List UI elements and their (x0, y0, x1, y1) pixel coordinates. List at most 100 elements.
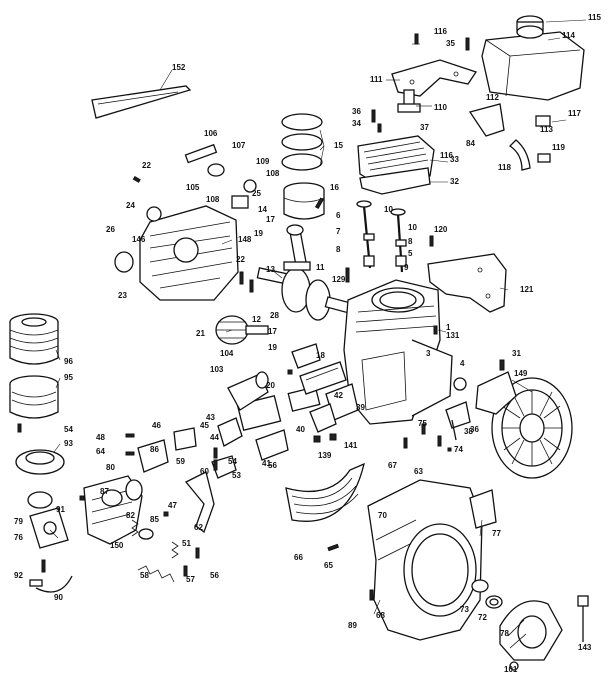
callout-label-116b: 116 (440, 151, 453, 160)
callout-label-152: 152 (172, 63, 186, 72)
callout-label-120: 120 (434, 225, 448, 234)
callout-label-78: 78 (500, 629, 509, 638)
callout-label-112: 112 (486, 93, 499, 102)
callout-label-64: 64 (96, 447, 105, 456)
recoil-starter-part (499, 600, 563, 661)
callout-label-118: 118 (498, 163, 511, 172)
callout-label-149: 149 (514, 369, 528, 378)
callout-label-116: 116 (434, 27, 447, 36)
callout-label-85: 85 (150, 515, 159, 524)
callout-label-150: 150 (110, 541, 124, 550)
callout-label-13: 13 (266, 265, 275, 274)
callout-label-12: 12 (252, 315, 261, 324)
callout-label-57: 57 (186, 575, 195, 584)
strap-bracket-part (468, 103, 505, 137)
callout-label-93: 93 (64, 439, 73, 448)
callout-label-108b: 108 (266, 169, 280, 178)
callout-label-19b: 19 (268, 343, 277, 352)
gasket-strip-part (91, 85, 192, 119)
callout-label-47: 47 (168, 501, 177, 510)
callout-label-41: 41 (262, 459, 271, 468)
callout-label-72: 72 (478, 613, 487, 622)
callout-label-24: 24 (126, 201, 135, 210)
starter-cup-part (509, 661, 519, 671)
governor-lever-part (184, 471, 215, 534)
callout-label-70: 70 (378, 511, 387, 520)
callout-label-8b: 8 (408, 237, 413, 246)
callout-label-82: 82 (126, 511, 135, 520)
callout-label-39: 39 (356, 403, 365, 412)
callout-label-45: 45 (200, 421, 209, 430)
callout-label-67: 67 (388, 461, 397, 470)
carburetor-inlet-part (27, 491, 69, 549)
callout-label-131: 131 (446, 331, 460, 340)
callout-label-108: 108 (206, 195, 220, 204)
callout-label-19: 19 (254, 229, 263, 238)
callout-label-8: 8 (336, 245, 341, 254)
callout-label-56: 56 (268, 461, 277, 470)
ignition-module-part (453, 371, 517, 415)
callout-label-110: 110 (434, 103, 447, 112)
callout-label-10a: 10 (384, 205, 393, 214)
callout-label-74: 74 (454, 445, 463, 454)
callout-label-9: 9 (404, 263, 409, 272)
callout-label-54b: 54 (228, 457, 237, 466)
fuel-line-part (508, 115, 551, 171)
callout-label-23: 23 (118, 291, 127, 300)
callout-label-56b: 56 (210, 571, 219, 580)
callout-label-101: 101 (504, 665, 518, 674)
callout-label-106: 106 (204, 129, 218, 138)
callout-label-16: 16 (330, 183, 339, 192)
callout-label-43: 43 (206, 413, 215, 422)
starter-handle-part (577, 595, 589, 642)
callout-label-139: 139 (318, 451, 332, 460)
callout-label-48: 48 (96, 433, 105, 442)
callout-label-37: 37 (420, 123, 429, 132)
callout-label-15: 15 (334, 141, 343, 150)
callout-label-11: 11 (316, 263, 325, 272)
cylinder-head-part (357, 135, 435, 195)
callout-label-44: 44 (210, 433, 219, 442)
callout-label-18: 18 (316, 351, 325, 360)
shroud-plate-part (469, 489, 497, 529)
callout-label-86: 86 (150, 445, 159, 454)
callout-label-59: 59 (176, 457, 185, 466)
breather-assembly-part (255, 383, 359, 461)
callout-label-21: 21 (196, 329, 205, 338)
callout-label-28: 28 (270, 311, 279, 320)
callout-label-20: 20 (266, 381, 275, 390)
callout-label-103: 103 (210, 365, 224, 374)
carburetor-part (83, 475, 143, 545)
callout-label-141: 141 (344, 441, 358, 450)
callout-label-25: 25 (252, 189, 261, 198)
callout-label-96: 96 (64, 357, 73, 366)
valves-part (356, 200, 407, 273)
crankcase-cover-part (114, 205, 239, 301)
flywheel-part (491, 377, 573, 479)
linkage-springs-part (137, 541, 179, 583)
callout-label-5: 5 (408, 249, 413, 258)
callout-label-6: 6 (336, 211, 341, 220)
callout-label-38: 38 (464, 427, 473, 436)
tank-bracket-part (391, 59, 478, 97)
callout-label-53: 53 (232, 471, 241, 480)
callout-label-35: 35 (446, 39, 455, 48)
callout-label-1: 1 (446, 323, 451, 332)
callout-label-111: 111 (370, 75, 383, 84)
callout-label-121: 121 (520, 285, 534, 294)
callout-label-107: 107 (232, 141, 246, 150)
callout-label-73: 73 (460, 605, 469, 614)
fuel-pipe-part (29, 575, 73, 593)
cylinder-block-part (343, 279, 453, 425)
callout-label-3: 3 (426, 349, 431, 358)
callout-label-115: 115 (588, 13, 601, 22)
piston-rings-part (281, 113, 323, 171)
governor-shaft-part (184, 143, 257, 209)
callout-label-63: 63 (414, 467, 423, 476)
fasteners-part (17, 33, 505, 601)
callout-label-46: 46 (152, 421, 161, 430)
callout-label-22a: 22 (142, 161, 151, 170)
connecting-rod-part (283, 224, 311, 271)
callout-label-84: 84 (466, 139, 475, 148)
